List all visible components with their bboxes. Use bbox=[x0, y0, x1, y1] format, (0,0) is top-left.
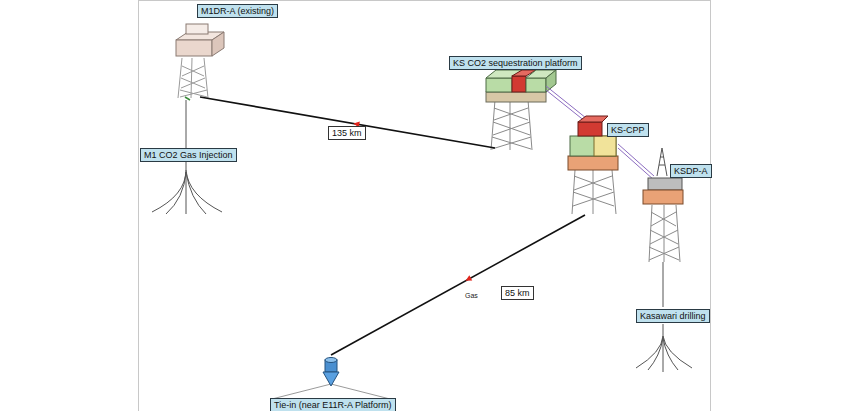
platform-ks-sequestration bbox=[486, 70, 556, 150]
platform-node: Tie-in (near E11R-A Platform) bbox=[270, 355, 396, 411]
pipeline-line bbox=[200, 97, 495, 148]
platform-m1dr bbox=[176, 24, 224, 100]
name-tag: Tie-in (near E11R-A Platform) bbox=[270, 398, 396, 411]
name-tag: M1DR-A (existing) bbox=[197, 4, 278, 18]
name-tag: M1 CO2 Gas Injection bbox=[140, 148, 237, 162]
name-tag: KS CO2 sequestration platform bbox=[449, 56, 582, 70]
name-tag: KS-CPP bbox=[607, 123, 649, 137]
platform-node: M1DR-A (existing) bbox=[165, 4, 285, 97]
platform-node: M1 CO2 Gas Injection bbox=[140, 148, 237, 162]
arrowhead bbox=[466, 275, 473, 281]
platform-node: KSDP-A bbox=[670, 164, 712, 178]
pipeline bbox=[200, 97, 495, 148]
platform-node: Kasawari drilling bbox=[636, 309, 710, 323]
platform-node: KS-CPP bbox=[582, 123, 649, 215]
flow-label: Gas bbox=[464, 291, 479, 300]
frame bbox=[139, 0, 711, 411]
tie-in-symbol bbox=[272, 358, 390, 400]
pipeline-line bbox=[331, 215, 585, 355]
bridge bbox=[546, 86, 654, 180]
distance-label: 135 km bbox=[328, 126, 366, 140]
name-tag: KSDP-A bbox=[670, 164, 712, 178]
pipeline bbox=[331, 215, 585, 355]
platform-node: KS CO2 sequestration platform bbox=[449, 56, 582, 148]
name-tag: Kasawari drilling bbox=[636, 309, 710, 323]
distance-label: 85 km bbox=[501, 286, 534, 300]
